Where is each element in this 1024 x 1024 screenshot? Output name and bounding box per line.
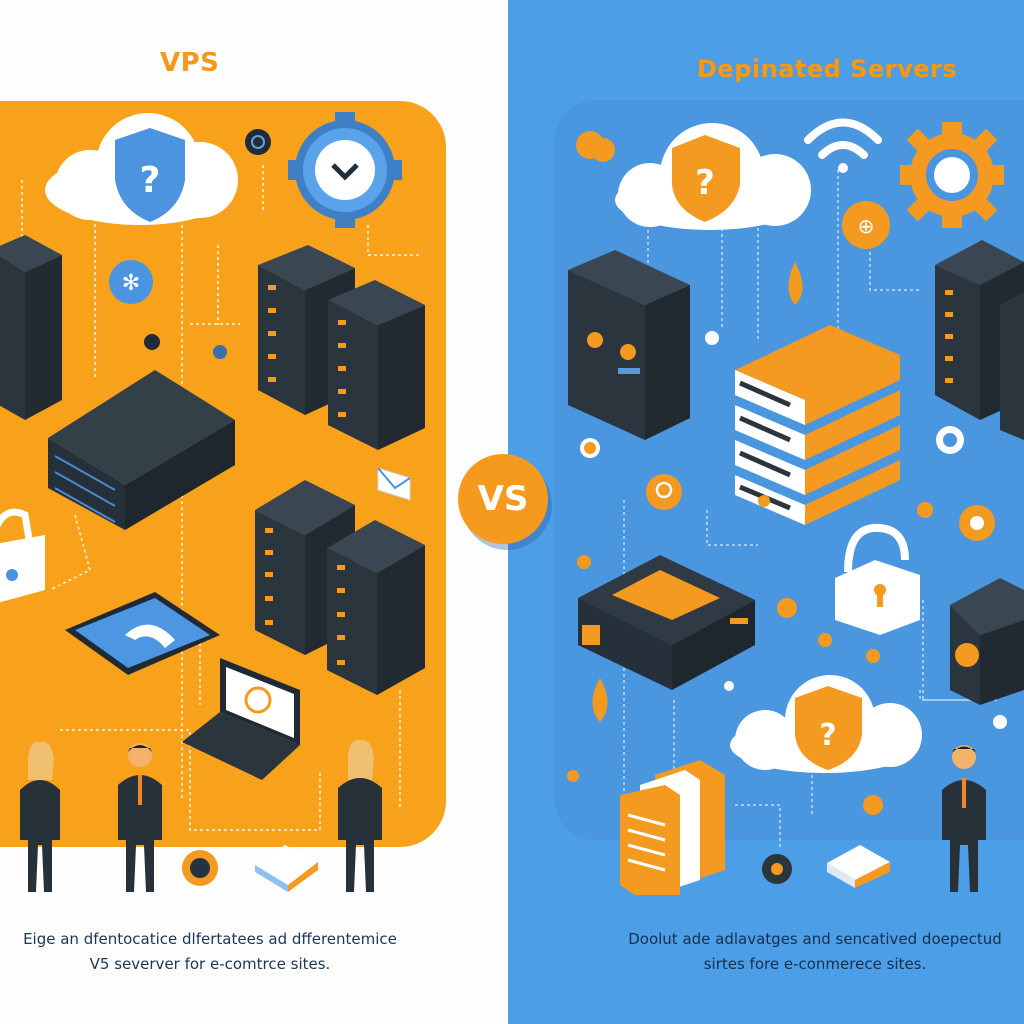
globe-badge-icon — [842, 201, 890, 249]
svg-text:?: ? — [819, 718, 836, 753]
droplet-icon — [788, 262, 803, 305]
search-badge-icon — [646, 474, 682, 510]
vps-title: VPS — [160, 48, 220, 78]
server-rack-icon — [1000, 292, 1024, 440]
stacked-server-icon — [735, 325, 900, 525]
connection-lines-right — [623, 170, 1000, 850]
businessperson-icon — [942, 745, 986, 892]
dedicated-caption: Doolut ade adlavatges and sencatived doe… — [600, 927, 1024, 977]
server-rack-icon — [328, 280, 425, 450]
businessperson-icon — [118, 743, 162, 892]
svg-text:?: ? — [140, 160, 161, 201]
tablet-icon — [65, 592, 220, 675]
cloud-shield-question-icon: ? — [45, 113, 238, 225]
server-rack-icon — [327, 520, 425, 695]
documents-icon — [620, 760, 725, 895]
storage-drive-icon — [578, 555, 755, 690]
svg-text:⊕: ⊕ — [858, 214, 875, 238]
vps-caption-line1: Eige an dfentocatice dlfertatees ad dffe… — [23, 930, 397, 948]
lock-icon — [0, 508, 45, 603]
dark-badge-icon — [245, 129, 271, 155]
tower-server-icon — [568, 250, 690, 440]
snowflake-badge-icon — [109, 260, 153, 304]
laptop-icon — [182, 658, 300, 780]
network-switch-icon — [48, 370, 235, 530]
dedicated-servers-title: Depinated Servers — [697, 55, 958, 83]
envelope-icon — [827, 845, 890, 888]
cloud-shield-question-icon: ? — [615, 123, 811, 230]
vps-caption: Eige an dfentocatice dlfertatees ad dffe… — [0, 927, 420, 977]
dedicated-caption-line2: sirtes fore e-conmerece sites. — [703, 955, 927, 973]
svg-text:?: ? — [695, 163, 715, 203]
gear-check-icon — [288, 112, 402, 228]
server-rack-icon — [0, 235, 62, 420]
lock-icon — [835, 523, 920, 635]
envelope-icon — [377, 467, 411, 501]
cube-icon — [950, 578, 1024, 705]
envelope-icon — [255, 845, 318, 892]
businessperson-icon — [20, 741, 60, 892]
wifi-icon — [804, 118, 882, 173]
svg-text:✻: ✻ — [122, 271, 140, 296]
cloud-shield-question-icon: ? — [730, 675, 922, 773]
vps-caption-line2: V5 severver for e-comtrce sites. — [89, 955, 331, 973]
vs-badge: VS — [458, 454, 548, 544]
businessperson-icon — [338, 739, 382, 892]
gear-icon — [900, 122, 1004, 228]
gear-outline-icon — [936, 426, 964, 454]
droplet-icon — [592, 678, 608, 722]
dedicated-caption-line1: Doolut ade adlavatges and sencatived doe… — [628, 930, 1002, 948]
